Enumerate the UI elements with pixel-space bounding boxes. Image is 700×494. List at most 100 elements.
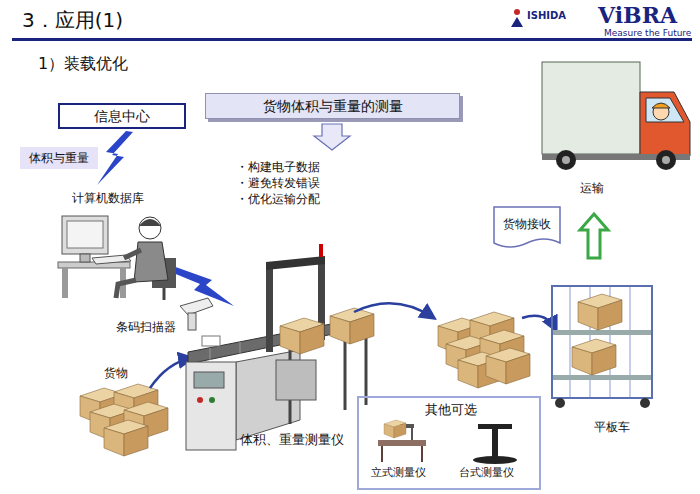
roll-cart (552, 286, 652, 408)
standing-gauge-part (384, 420, 406, 438)
truck-part (652, 103, 670, 108)
truck-part (653, 104, 669, 120)
measuring-machine-part (209, 397, 215, 403)
measuring-machine-part (186, 362, 236, 450)
computer-operator-part (134, 242, 168, 282)
roll-cart-part (555, 398, 565, 408)
down-arrow (314, 124, 350, 150)
ishida-icon (511, 9, 523, 27)
standing-gauge (378, 420, 426, 462)
computer-operator-part (116, 280, 136, 298)
roll-cart-part (572, 339, 616, 375)
standing-gauge-part (421, 446, 423, 462)
computer-operator-part (62, 216, 108, 254)
measuring-machine-part (266, 256, 325, 270)
computer-operator-part (124, 250, 141, 258)
flow-arrow-part (522, 316, 556, 330)
down-arrow-part (314, 124, 350, 150)
roll-cart-part (578, 294, 622, 330)
part-label: 货物 (104, 366, 128, 380)
header-rule-part (12, 38, 692, 41)
computer-operator-part (80, 254, 90, 262)
bullet-note: ・避免转发错误 (236, 176, 320, 190)
part-label: 运输 (580, 181, 604, 195)
computer-operator-part (139, 217, 161, 239)
standing-gauge-part (378, 440, 426, 446)
goods-pile (80, 384, 168, 456)
box-text: 货物体积与重量的测量 (263, 98, 403, 115)
computer-operator-part (67, 221, 103, 248)
barcode-scanner-part (188, 313, 196, 330)
truck-part (562, 156, 570, 164)
truck (542, 62, 690, 170)
computer-operator-part (62, 268, 68, 298)
roll-cart-part (552, 375, 652, 380)
bullet-note: ・构建电子数据 (236, 160, 320, 174)
section-heading: 1）装载优化 (38, 54, 128, 73)
measuring-machine-part (240, 342, 241, 354)
part-label: 条码扫描器 (116, 320, 176, 334)
desk-gauge-part (478, 424, 512, 429)
ishida-icon-part (511, 17, 523, 27)
truck-part (640, 92, 690, 156)
flow-arrow-part (354, 303, 434, 318)
measuring-machine-part (197, 397, 203, 403)
goods-pile-part (104, 420, 148, 456)
roll-cart-part (552, 330, 652, 335)
roll-cart-part (630, 286, 631, 398)
measuring-machine-part (202, 336, 220, 346)
measuring-machine-part (330, 308, 374, 344)
computer-operator (58, 216, 176, 300)
roll-cart-part (552, 286, 652, 398)
flow-arrow (354, 303, 434, 318)
document-box: 货物接收 (493, 206, 561, 250)
roll-cart-part (570, 286, 571, 398)
measuring-machine-part (319, 244, 323, 257)
document-outline (494, 207, 560, 247)
standing-gauge-part (381, 446, 383, 462)
measuring-machine-part (280, 318, 324, 354)
bullet-note: ・优化运输分配 (236, 192, 320, 206)
computer-operator-part (139, 219, 161, 226)
box-text: 货物接收 (503, 217, 551, 231)
desk-gauge (473, 424, 517, 464)
computer-operator-part (58, 262, 130, 268)
truck-part (662, 156, 670, 164)
box-text: 其他可选 (425, 402, 477, 418)
box-subtext: 台式测量仪 (459, 466, 514, 479)
part-label: 平板车 (594, 420, 630, 434)
barcode-scanner-part (180, 298, 213, 315)
lightning-bolt-part (97, 131, 133, 185)
logo-tagline: Measure the Future (604, 28, 691, 39)
goods-pile (438, 312, 530, 388)
truck-part (556, 150, 576, 170)
part-label: 计算机数据库 (72, 191, 144, 205)
receive-arrow-part (580, 214, 608, 258)
standing-gauge-part (411, 426, 413, 440)
desk-gauge-part (492, 428, 498, 460)
banner-box: 货物体积与重量的测量 (205, 93, 460, 119)
box-subtext: 立式测量仪 (371, 466, 426, 479)
box-text: 信息中心 (94, 108, 150, 125)
barcode-scanner (180, 298, 213, 330)
logo-text: ViBRA (598, 2, 677, 28)
computer-operator-part (163, 288, 166, 300)
page-title: 3．应用(1) (22, 8, 123, 32)
measuring-machine-part (266, 264, 273, 352)
tag-box: 体积与重量 (20, 147, 98, 169)
truck-part (542, 62, 640, 154)
receive-arrow (580, 214, 608, 258)
measuring-machine (186, 244, 374, 450)
logo-text: ISHIDA (527, 10, 566, 22)
goods-pile-part (486, 348, 530, 384)
header-rule (12, 38, 692, 41)
measuring-machine-part (194, 372, 224, 388)
measuring-machine-part (276, 360, 316, 400)
part-label: 体积、重量测量仪 (240, 432, 344, 448)
lightning-bolt (97, 131, 133, 185)
box-text: 体积与重量 (29, 151, 89, 165)
info-box: 信息中心 (58, 103, 186, 129)
measuring-machine-part (210, 348, 211, 360)
truck-part (656, 150, 676, 170)
